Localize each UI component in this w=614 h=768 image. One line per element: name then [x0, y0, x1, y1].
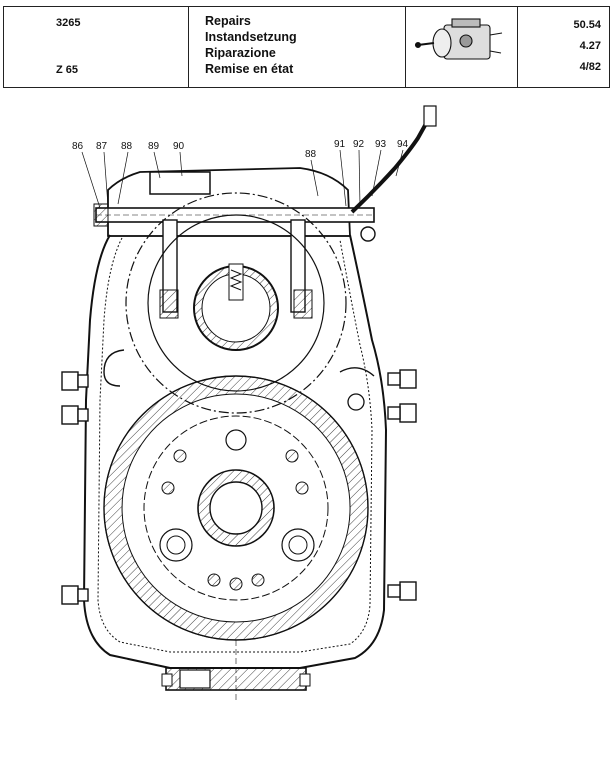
callout-90: 90 [173, 141, 185, 152]
callout-92: 92 [353, 139, 365, 150]
callout-89: 89 [148, 141, 160, 152]
header-thumbnail-cell [406, 7, 518, 87]
callout-91: 91 [334, 139, 346, 150]
housing-outline [82, 234, 388, 669]
gearbox-thumbnail-icon [414, 18, 503, 60]
ref-section: 50.54 [573, 19, 601, 31]
gearbox-section-drawing: 86 87 88 89 90 88 91 92 93 94 [61, 105, 437, 700]
callout-88: 88 [121, 141, 133, 152]
title-block: Repairs Instandsetzung Riparazione Remis… [205, 13, 297, 77]
document-code: 3265 [56, 17, 81, 29]
top-cover [107, 167, 351, 237]
callout-86: 86 [72, 141, 84, 152]
housing-inner-wall [97, 237, 373, 653]
header-ref-cell: 50.54 4.27 4/82 [518, 7, 611, 87]
upper-gear-outer [125, 192, 347, 414]
callout-87: 87 [96, 141, 108, 152]
header-code-cell: 3265 Z 65 [4, 7, 189, 87]
title-it: Riparazione [205, 46, 276, 60]
ref-page: 4.27 [579, 40, 601, 52]
callout-88-right: 88 [305, 149, 317, 160]
callout-94: 94 [397, 139, 409, 150]
title-fr: Remise en état [205, 62, 294, 76]
lower-gear-ring [103, 375, 369, 641]
model-code: Z 65 [56, 64, 79, 76]
title-en: Repairs [205, 14, 251, 28]
title-de: Instandsetzung [205, 30, 297, 44]
callout-93: 93 [375, 139, 387, 150]
selector-lever [350, 111, 434, 214]
document-header: 3265 Z 65 Repairs Instandsetzung Riparaz… [3, 6, 610, 88]
ref-block: 50.54 4.27 4/82 [573, 15, 601, 78]
top-plate [149, 171, 211, 195]
side-bolts [61, 369, 417, 605]
ref-date: 4/82 [579, 61, 601, 73]
header-title-cell: Repairs Instandsetzung Riparazione Remis… [189, 7, 406, 87]
